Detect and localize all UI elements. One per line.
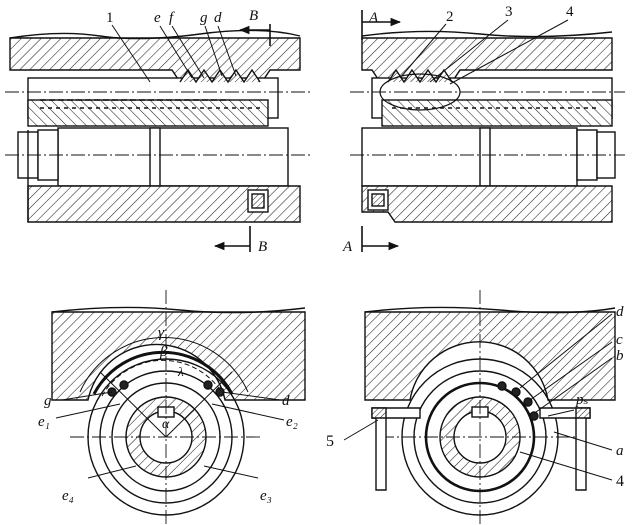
callout-g: g: [200, 10, 208, 26]
top-left-callouts: [111, 24, 237, 83]
label-d: d: [282, 393, 290, 409]
label-ps: pₛ: [575, 392, 589, 408]
label-a: a: [616, 443, 624, 459]
callout-f: f: [169, 10, 175, 26]
callout-2: 2: [446, 9, 454, 25]
housing-upper-left: [9, 37, 301, 83]
section-mark-b-top: B: [238, 8, 271, 46]
label-e4: e₄: [62, 488, 74, 504]
label-d-right: d: [616, 304, 624, 320]
bottom-right-section: [364, 290, 616, 525]
section-mark-a-top: A: [361, 10, 402, 40]
clamp-right: [539, 407, 591, 491]
bottom-left-leaders: [55, 391, 285, 479]
bottom-right-leaders: [343, 313, 613, 481]
label-b: b: [616, 348, 624, 364]
label-5: 5: [326, 433, 334, 450]
housing-lower-right: [361, 185, 613, 223]
callout-3: 3: [505, 4, 513, 20]
label-4: 4: [616, 473, 624, 490]
shaft-right: [361, 127, 578, 187]
shaft-left: [57, 127, 289, 187]
section-label-b-bottom: B: [258, 239, 267, 255]
label-e3: e₃: [260, 488, 272, 504]
section-label-a-top: A: [368, 10, 379, 26]
angle-gamma: γ: [158, 325, 165, 341]
top-right-callouts: [399, 19, 569, 85]
top-right-section: [350, 30, 625, 223]
label-e2: e₂: [286, 414, 298, 430]
angle-lambda: λ: [177, 364, 184, 379]
housing-block-right: [364, 311, 616, 401]
section-label-b-top: B: [249, 8, 258, 24]
callout-e: e: [154, 10, 161, 26]
worm-teeth-right: [387, 68, 453, 84]
label-e1: e₁: [38, 414, 50, 430]
angle-beta: β: [159, 344, 168, 360]
worm-inner-right: [381, 99, 613, 127]
worm-inner-left: [27, 99, 269, 127]
angle-alpha: α: [162, 417, 170, 432]
callout-4: 4: [566, 4, 574, 20]
callout-1: 1: [106, 10, 114, 26]
section-label-a-bottom: A: [342, 239, 353, 255]
bottom-left-section: [51, 290, 306, 525]
callout-d: d: [214, 10, 222, 26]
section-mark-a-bottom: A: [342, 226, 400, 255]
label-g: g: [44, 393, 52, 409]
top-left-section: [5, 29, 312, 223]
label-c: c: [616, 332, 623, 348]
housing-block-left: [51, 311, 306, 401]
section-mark-b-bottom: B: [213, 226, 267, 255]
